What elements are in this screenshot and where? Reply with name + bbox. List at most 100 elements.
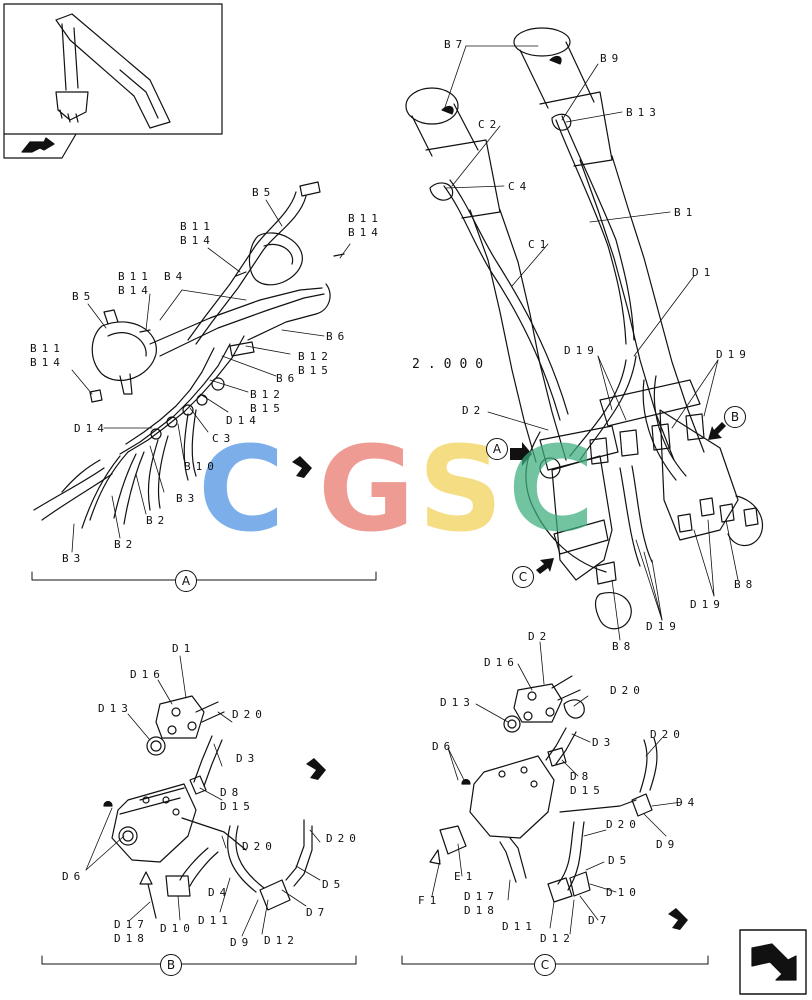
label-b7: B7 bbox=[444, 38, 468, 51]
label-d19: D19 bbox=[716, 348, 751, 361]
label-d9: D9 bbox=[230, 936, 254, 949]
label-d9: D9 bbox=[656, 838, 680, 851]
label-d2: D2 bbox=[462, 404, 486, 417]
label-d16: D16 bbox=[484, 656, 519, 669]
view-b-callout: B bbox=[724, 406, 746, 428]
label-d8: D8 bbox=[220, 786, 244, 799]
label-b6: B6 bbox=[276, 372, 300, 385]
label-d10: D10 bbox=[160, 922, 195, 935]
label-c3: C3 bbox=[212, 432, 236, 445]
label-d18: D18 bbox=[464, 904, 499, 917]
direction-arrows bbox=[292, 422, 726, 930]
label-f1: F1 bbox=[418, 894, 442, 907]
label-d1: D1 bbox=[172, 642, 196, 655]
label-d17: D17 bbox=[464, 890, 499, 903]
label-d5: D5 bbox=[608, 854, 632, 867]
label-b11: B11 bbox=[118, 270, 153, 283]
label-b10: B10 bbox=[184, 460, 219, 473]
label-d20: D20 bbox=[610, 684, 645, 697]
label-b14: B14 bbox=[180, 234, 215, 247]
label-b12: B12 bbox=[250, 388, 285, 401]
label-b14: B14 bbox=[118, 284, 153, 297]
watermark-letter-4: C bbox=[508, 420, 595, 558]
label-d14: D14 bbox=[226, 414, 261, 427]
label-b1: B1 bbox=[674, 206, 698, 219]
label-b14: B14 bbox=[30, 356, 65, 369]
label-d12: D12 bbox=[264, 934, 299, 947]
label-d13: D13 bbox=[98, 702, 133, 715]
label-d1: D1 bbox=[692, 266, 716, 279]
label-d2: D2 bbox=[528, 630, 552, 643]
label-d6: D6 bbox=[62, 870, 86, 883]
label-d5: D5 bbox=[322, 878, 346, 891]
label-d18: D18 bbox=[114, 932, 149, 945]
label-b8: B8 bbox=[612, 640, 636, 653]
leader-lines bbox=[71, 45, 739, 937]
label-d10: D10 bbox=[606, 886, 641, 899]
label-d4: D4 bbox=[676, 796, 700, 809]
label-b3: B3 bbox=[62, 552, 86, 565]
label-b15: B15 bbox=[298, 364, 333, 377]
label-b14: B14 bbox=[348, 226, 383, 239]
label-d20: D20 bbox=[242, 840, 277, 853]
section-b-marker: B bbox=[160, 954, 182, 976]
label-d15: D15 bbox=[570, 784, 605, 797]
label-d17: D17 bbox=[114, 918, 149, 931]
section-c-marker: C bbox=[534, 954, 556, 976]
label-d6: D6 bbox=[432, 740, 456, 753]
view-c-callout: C bbox=[512, 566, 534, 588]
label-b5: B5 bbox=[252, 186, 276, 199]
label-d16: D16 bbox=[130, 668, 165, 681]
label-d12: D12 bbox=[540, 932, 575, 945]
boom-cylinder-main bbox=[405, 27, 764, 630]
label-b15: B15 bbox=[250, 402, 285, 415]
label-d20: D20 bbox=[606, 818, 641, 831]
label-d19: D19 bbox=[564, 344, 599, 357]
label-b8: B8 bbox=[734, 578, 758, 591]
watermark-letter-2: G bbox=[318, 420, 415, 558]
label-d19: D19 bbox=[646, 620, 681, 633]
thumbnail-frame bbox=[3, 3, 223, 159]
section-brackets bbox=[31, 571, 709, 965]
label-c2: C2 bbox=[478, 118, 502, 131]
valve-assembly-c bbox=[429, 675, 658, 903]
label-d7: D7 bbox=[588, 914, 612, 927]
label-b11: B11 bbox=[180, 220, 215, 233]
valve-assembly-b bbox=[103, 695, 313, 919]
label-b3: B3 bbox=[176, 492, 200, 505]
section-a-marker: A bbox=[175, 570, 197, 592]
label-c1: C1 bbox=[528, 238, 552, 251]
hose-assembly-a bbox=[33, 181, 345, 529]
label-d8: D8 bbox=[570, 770, 594, 783]
label-b2: B2 bbox=[146, 514, 170, 527]
label-b13: B13 bbox=[626, 106, 661, 119]
label-d7: D7 bbox=[306, 906, 330, 919]
excavator-arm-thumbnail bbox=[55, 13, 171, 129]
label-d3: D3 bbox=[236, 752, 260, 765]
label-d14: D14 bbox=[74, 422, 109, 435]
label-b4: B4 bbox=[164, 270, 188, 283]
label-d11: D11 bbox=[198, 914, 233, 927]
label-b5: B5 bbox=[72, 290, 96, 303]
label-d19: D19 bbox=[690, 598, 725, 611]
label-b11: B11 bbox=[348, 212, 383, 225]
label-c4: C4 bbox=[508, 180, 532, 193]
label-d4: D4 bbox=[208, 886, 232, 899]
label-d20: D20 bbox=[650, 728, 685, 741]
dimension-2000: 2.000 bbox=[412, 357, 492, 372]
label-d15: D15 bbox=[220, 800, 255, 813]
label-d20: D20 bbox=[326, 832, 361, 845]
label-b6: B6 bbox=[326, 330, 350, 343]
label-b11: B11 bbox=[30, 342, 65, 355]
label-e1: E1 bbox=[454, 870, 478, 883]
label-b9: B9 bbox=[600, 52, 624, 65]
label-d11: D11 bbox=[502, 920, 537, 933]
watermark-letter-1: C bbox=[198, 420, 285, 558]
label-b12: B12 bbox=[298, 350, 333, 363]
view-a-callout: A bbox=[486, 438, 508, 460]
label-d20: D20 bbox=[232, 708, 267, 721]
label-b2: B2 bbox=[114, 538, 138, 551]
label-d13: D13 bbox=[440, 696, 475, 709]
label-d3: D3 bbox=[592, 736, 616, 749]
